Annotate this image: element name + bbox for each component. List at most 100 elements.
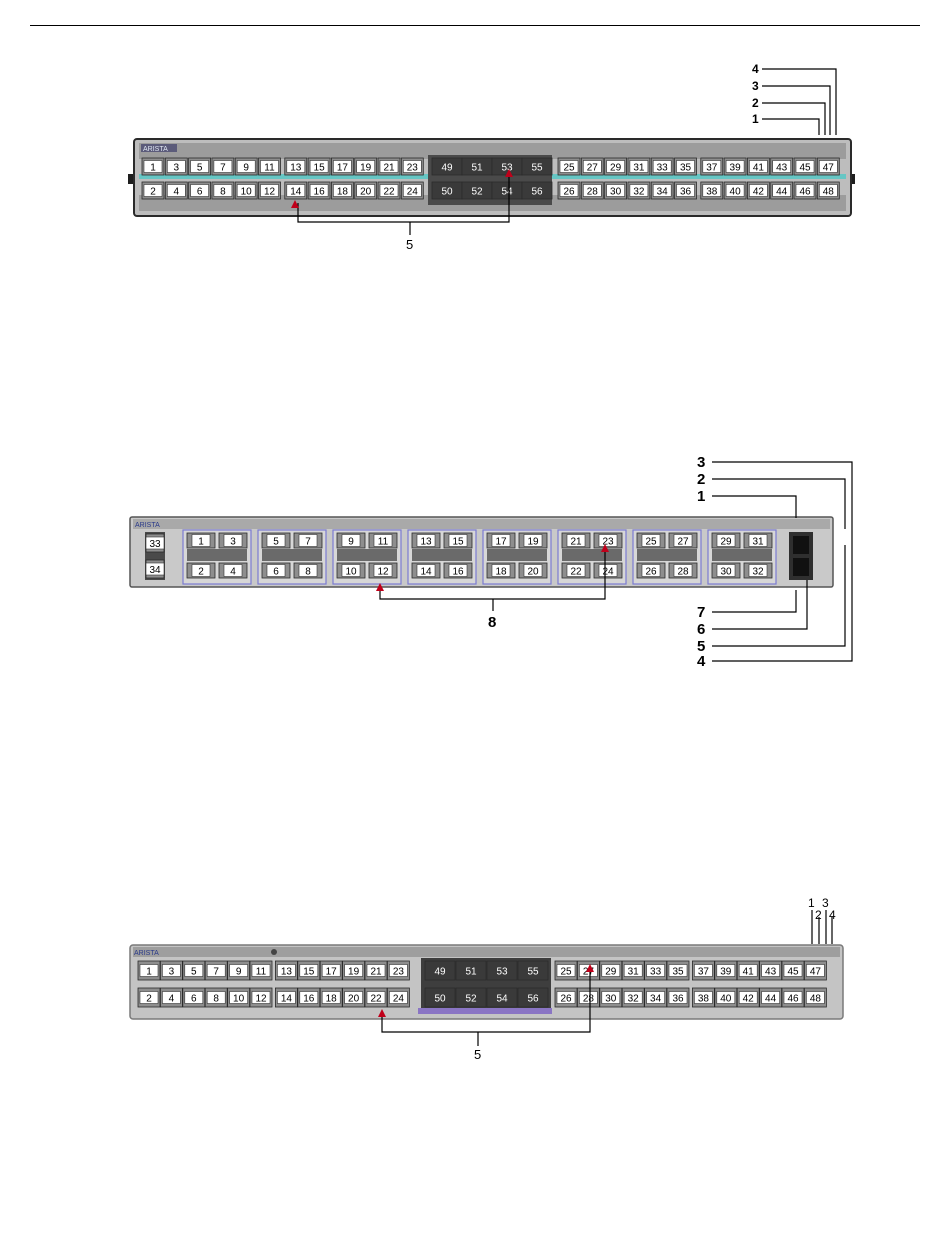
port-label: 18 [326, 994, 338, 1005]
port-label: 27 [677, 537, 689, 548]
header-rule [30, 25, 920, 26]
port-7: 7 [293, 532, 323, 549]
port-label: 21 [570, 537, 582, 548]
port-11: 11 [249, 960, 273, 981]
port-37: 37 [700, 157, 724, 176]
port-label: 5 [197, 163, 203, 174]
port-30: 30 [604, 181, 627, 200]
port-label: 28 [677, 567, 689, 578]
port-5: 5 [182, 960, 206, 981]
vent-strip-top [133, 947, 840, 957]
port-52: 52 [461, 181, 493, 200]
port-label: 3 [169, 967, 175, 978]
port-33: 33 [145, 533, 165, 553]
port-label: 46 [799, 187, 811, 198]
port-31: 31 [627, 157, 651, 176]
port-15: 15 [297, 960, 321, 981]
port-17: 17 [486, 532, 516, 549]
port-label: 33 [149, 539, 161, 550]
port-26: 26 [557, 181, 581, 200]
port-3: 3 [159, 960, 183, 981]
callout-3: 3 [752, 79, 759, 93]
callout-arrow-right [586, 964, 594, 972]
port-28: 28 [577, 987, 600, 1008]
port-label: 26 [645, 567, 657, 578]
port-5: 5 [261, 532, 291, 549]
port-16: 16 [297, 987, 321, 1008]
port-label: 28 [583, 994, 595, 1005]
chassis-screw [271, 949, 277, 955]
port-label: 4 [174, 187, 180, 198]
port-label: 51 [465, 967, 477, 978]
callout-arrow-left [376, 583, 384, 591]
port-49: 49 [431, 157, 463, 176]
callout-1: 1 [808, 896, 815, 910]
port-23: 23 [593, 532, 623, 549]
port-8: 8 [211, 181, 235, 200]
port-12: 12 [368, 562, 398, 579]
port-10: 10 [234, 181, 258, 200]
port-label: 45 [787, 967, 799, 978]
callout-6: 6 [697, 621, 705, 638]
port-39: 39 [723, 157, 747, 176]
port-label: 1 [146, 967, 152, 978]
port-label: 21 [370, 967, 382, 978]
port-label: 27 [587, 163, 599, 174]
port-label: 45 [799, 163, 811, 174]
port-25: 25 [636, 532, 666, 549]
port-51: 51 [461, 157, 493, 176]
port-label: 32 [628, 994, 640, 1005]
port-label: 54 [501, 187, 513, 198]
port-9: 9 [234, 157, 258, 176]
port-label: 22 [370, 994, 382, 1005]
port-label: 4 [230, 567, 236, 578]
port-label: 16 [452, 567, 464, 578]
port-label: 15 [452, 537, 464, 548]
port-label: 53 [496, 967, 508, 978]
port-label: 51 [471, 163, 483, 174]
port-label: 24 [407, 187, 419, 198]
port-22: 22 [561, 562, 591, 579]
port-label: 31 [628, 967, 640, 978]
port-42: 42 [736, 987, 760, 1008]
port-4: 4 [164, 181, 188, 200]
port-label: 4 [169, 994, 175, 1005]
port-label: 9 [236, 967, 242, 978]
port-label: 46 [787, 994, 799, 1005]
port-label: 29 [720, 537, 732, 548]
port-2: 2 [186, 562, 216, 579]
port-20: 20 [518, 562, 548, 579]
port-label: 13 [290, 163, 302, 174]
port-label: 31 [752, 537, 764, 548]
port-group-vent [412, 549, 472, 561]
port-label: 19 [348, 967, 360, 978]
port-label: 39 [720, 967, 732, 978]
port-26: 26 [554, 987, 578, 1008]
console-port [793, 536, 809, 554]
port-14: 14 [411, 562, 441, 579]
port-label: 34 [657, 187, 669, 198]
port-8: 8 [293, 562, 323, 579]
port-19: 19 [342, 960, 366, 981]
port-43: 43 [759, 960, 782, 981]
port-label: 20 [360, 187, 372, 198]
port-label: 2 [198, 567, 204, 578]
port-label: 52 [471, 187, 483, 198]
port-35: 35 [666, 960, 690, 981]
port-label: 19 [527, 537, 539, 548]
port-27: 27 [580, 157, 604, 176]
port-54: 54 [486, 987, 518, 1008]
brand-logo: ARISTA [134, 950, 159, 957]
port-9: 9 [227, 960, 251, 981]
port-label: 36 [680, 187, 692, 198]
port-label: 14 [281, 994, 293, 1005]
port-label: 32 [633, 187, 645, 198]
port-group-vent [187, 549, 247, 561]
callout-arrow-right [505, 169, 513, 177]
port-label: 10 [241, 187, 253, 198]
port-11: 11 [258, 157, 281, 176]
port-15: 15 [307, 157, 331, 176]
port-label: 50 [441, 187, 453, 198]
